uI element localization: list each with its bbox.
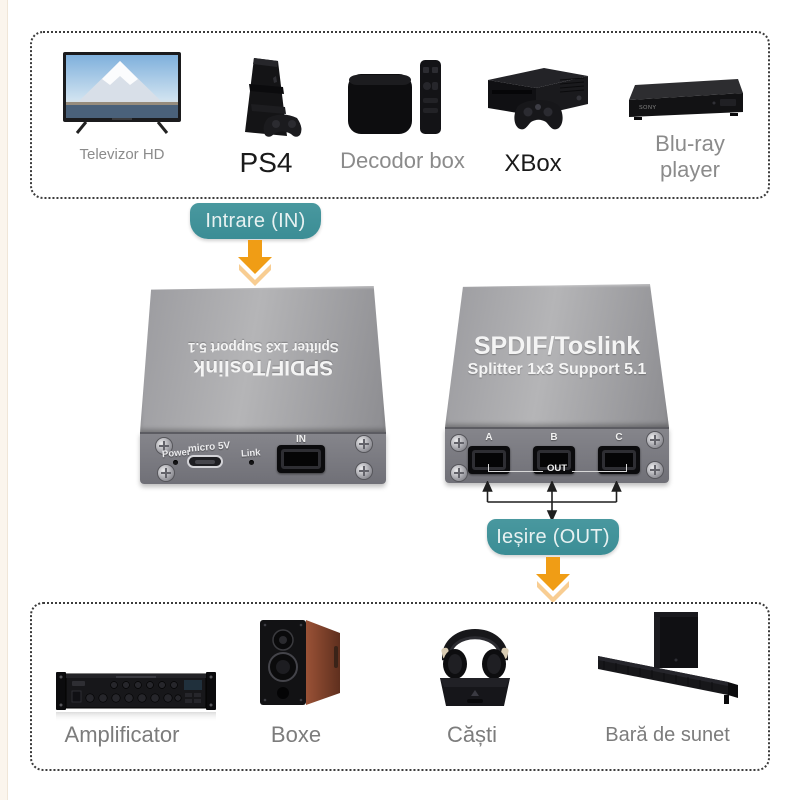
bluray-caption: Blu-ray player xyxy=(655,131,725,182)
speaker-image xyxy=(254,618,344,708)
screw-icon xyxy=(356,436,372,452)
ps4-caption: PS4 xyxy=(239,147,293,178)
xbox-caption: XBox xyxy=(504,150,562,177)
tv-image xyxy=(62,52,182,136)
toslink-in-port xyxy=(277,445,325,473)
out-group-label: OUT xyxy=(546,463,568,474)
speaker-caption: Boxe xyxy=(270,722,322,747)
splitter-front-view: SPDIF/Toslink Splitter 1x3 Support 5.1 P… xyxy=(140,286,386,484)
splitter-subtitle: Splitter 1x3 Support 5.1 xyxy=(187,339,339,355)
down-arrow-output-icon xyxy=(533,557,573,605)
splitter-title: SPDIF/Toslink xyxy=(193,355,333,379)
power-led xyxy=(173,460,178,465)
port-a-label: A xyxy=(485,432,493,443)
splitter-front-top-text: SPDIF/Toslink Splitter 1x3 Support 5.1 xyxy=(188,340,339,379)
screw-icon xyxy=(647,462,663,478)
in-port-label: IN xyxy=(296,434,306,445)
screw-icon xyxy=(156,438,172,454)
input-tag: Intrare (IN) xyxy=(190,203,321,239)
link-label: Link xyxy=(240,447,261,460)
splitter-back-top-face: SPDIF/Toslink Splitter 1x3 Support 5.1 xyxy=(445,284,669,427)
port-b-label: B xyxy=(550,432,558,443)
splitter-front-face: Power micro 5V Link IN xyxy=(140,432,386,484)
abc-connector-arrows-icon xyxy=(477,480,627,522)
out-bracket-left xyxy=(488,464,543,472)
toslink-out-port-a xyxy=(468,446,510,474)
soundbar-caption: Bară de sunet xyxy=(605,724,730,746)
decoder-box-image xyxy=(348,60,450,136)
splitter-title: SPDIF/Toslink xyxy=(473,332,641,360)
splitter-front-top-face: SPDIF/Toslink Splitter 1x3 Support 5.1 xyxy=(140,286,386,432)
screw-icon xyxy=(356,463,372,479)
micro-usb-port xyxy=(187,455,223,468)
xbox-image xyxy=(482,60,594,140)
splitter-back-face: A B C OUT xyxy=(445,427,669,483)
out-bracket-right xyxy=(572,464,627,472)
decoder-caption: Decodor box xyxy=(340,148,465,173)
headphones-caption: Căști xyxy=(446,722,498,747)
headphones-image xyxy=(430,612,520,708)
splitter-back-top-text: SPDIF/Toslink Splitter 1x3 Support 5.1 xyxy=(468,332,647,379)
soundbar-image xyxy=(596,610,744,710)
amplifier-caption: Amplificator xyxy=(64,722,180,747)
screw-icon xyxy=(158,465,174,481)
bluray-brand-text: SONY xyxy=(639,105,657,111)
bluray-image: SONY xyxy=(626,76,746,130)
output-tag: Ieșire (OUT) xyxy=(487,519,619,555)
micro-usb-label: micro 5V xyxy=(187,440,231,455)
down-arrow-input-icon xyxy=(235,240,275,288)
ps4-image xyxy=(224,56,310,142)
toslink-out-port-b xyxy=(533,446,575,474)
page-left-strip xyxy=(0,0,8,800)
tv-caption: Televizor HD xyxy=(79,146,165,163)
toslink-out-port-c xyxy=(598,446,640,474)
link-led xyxy=(249,460,254,465)
port-c-label: C xyxy=(615,432,623,443)
screw-icon xyxy=(647,432,663,448)
splitter-back-view: SPDIF/Toslink Splitter 1x3 Support 5.1 A… xyxy=(445,284,669,483)
splitter-subtitle: Splitter 1x3 Support 5.1 xyxy=(467,361,647,378)
screw-icon xyxy=(451,435,467,451)
amplifier-image xyxy=(56,664,216,722)
screw-icon xyxy=(451,465,467,481)
